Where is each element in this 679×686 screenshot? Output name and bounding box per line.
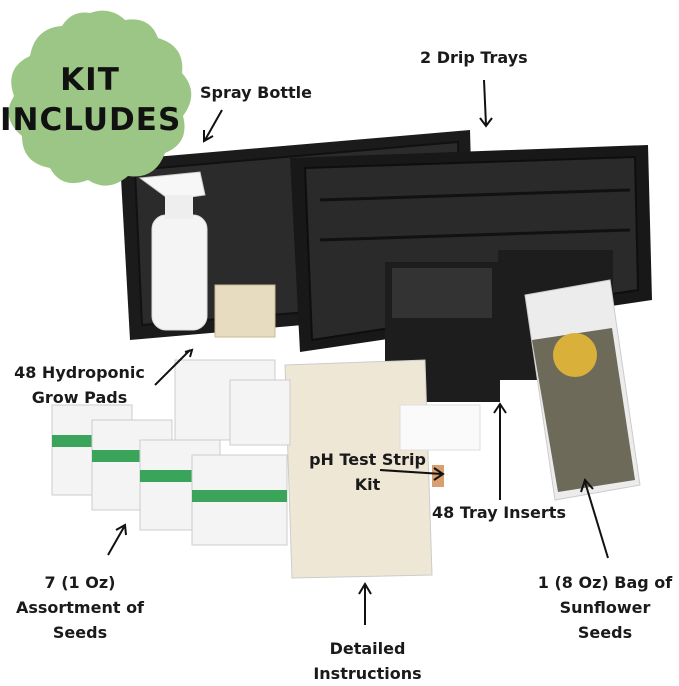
label-seeds: 7 (1 Oz) Assortment of Seeds (10, 570, 150, 645)
label-line: Instructions (313, 664, 422, 683)
label-spray-bottle: Spray Bottle (200, 83, 312, 102)
grow-pad-block (214, 284, 276, 338)
ph-test-vial (432, 465, 444, 487)
label-line: Sunflower (559, 598, 651, 617)
label-sunflower-bag: 1 (8 Oz) Bag of Sunflower Seeds (530, 570, 679, 645)
label-line: 48 Hydroponic (14, 363, 145, 382)
spray-bottle (138, 171, 208, 331)
label-line: 1 (8 Oz) Bag of (537, 573, 673, 592)
sunflower-seed-bag (524, 279, 641, 501)
label-line: 7 (1 Oz) (44, 573, 116, 592)
badge-shape (8, 10, 192, 186)
seed-packets (51, 359, 291, 546)
label-drip-trays: 2 Drip Trays (420, 48, 528, 67)
label-ph-kit: pH Test Strip Kit (300, 447, 435, 497)
instructions-sheet (284, 359, 481, 579)
kit-includes-badge: KIT INCLUDES (0, 8, 200, 193)
label-tray-inserts: 48 Tray Inserts (432, 503, 566, 522)
label-grow-pads: 48 Hydroponic Grow Pads (12, 360, 147, 410)
badge-title: KIT INCLUDES (0, 62, 182, 138)
label-line: Detailed (329, 639, 406, 658)
annotation-arrows (107, 79, 609, 625)
label-line: pH Test Strip (309, 450, 426, 469)
label-line: Assortment of (15, 598, 145, 617)
label-line: Seeds (52, 623, 108, 642)
label-instructions: Detailed Instructions (300, 636, 435, 686)
label-line: Kit (354, 475, 381, 494)
label-line: Seeds (577, 623, 633, 642)
label-line: Grow Pads (31, 388, 128, 407)
